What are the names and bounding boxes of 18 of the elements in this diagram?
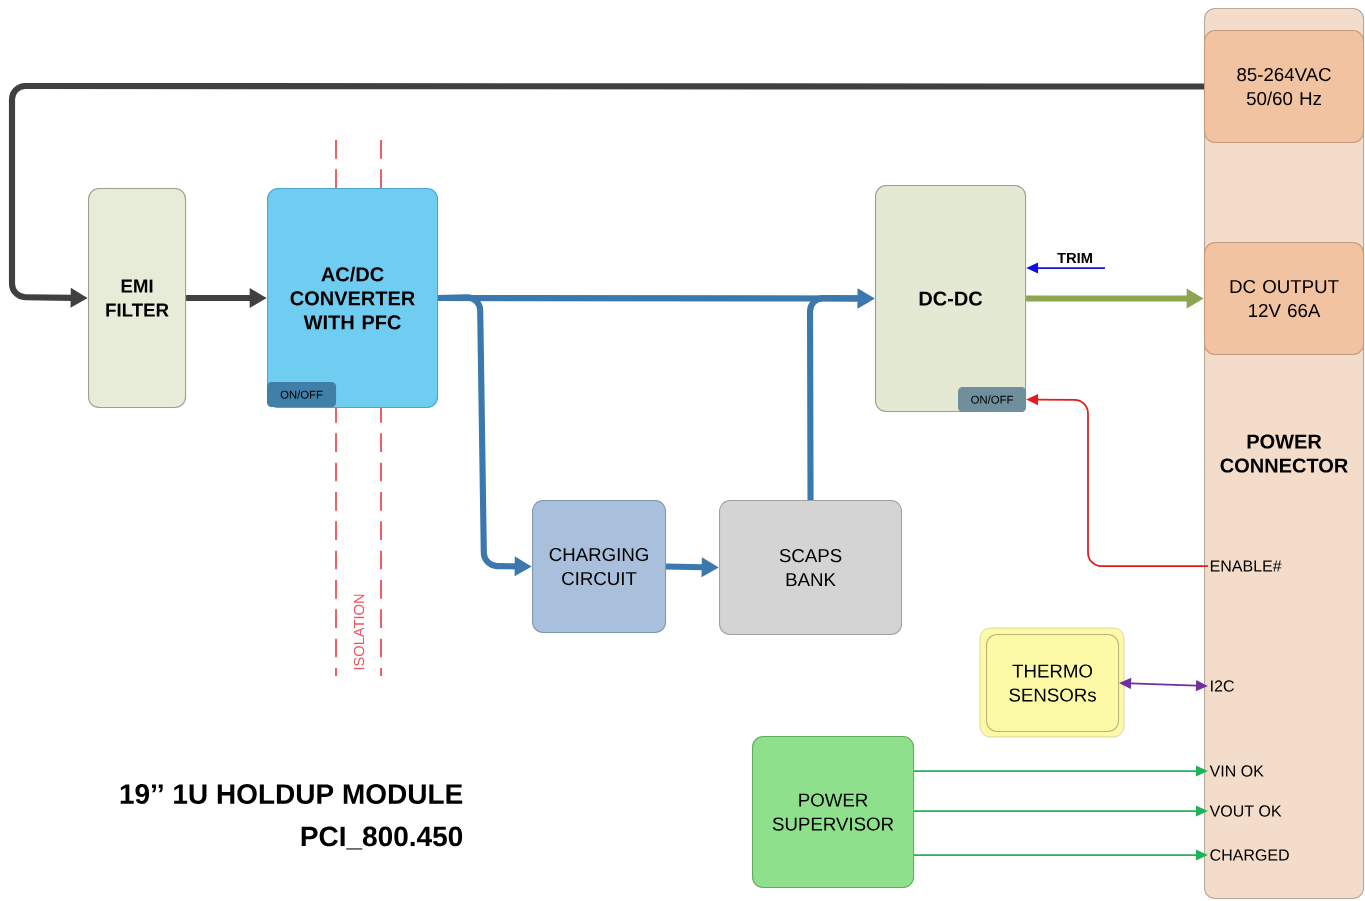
signal-label: VOUT OK [1209, 805, 1282, 817]
sensor-box: THERMO SENSORs [979, 627, 1125, 738]
isolation-label: ISOLATION [352, 592, 366, 672]
signal-label: VIN OK [1209, 765, 1264, 777]
terminal-box: DC OUTPUT 12V 66A [1204, 242, 1365, 356]
filter-box: EMI FILTER [88, 188, 187, 409]
signal-label: I2C [1211, 680, 1234, 692]
supervisor-box: POWER SUPERVISOR [752, 736, 915, 889]
signal-label: ENABLE# [1210, 560, 1282, 572]
switch-tab: ON/OFF [267, 382, 337, 408]
signal-label: CHARGED [1210, 849, 1289, 861]
model-number: PCI_800.450 [301, 826, 463, 850]
capacitor-bank-box: SCAPS BANK [719, 500, 903, 636]
circuit-box: CHARGING CIRCUIT [532, 500, 667, 634]
module-title: 19’’ 1U HOLDUP MODULE [120, 784, 463, 804]
switch-tab: ON/OFF [958, 387, 1027, 413]
edge-label: TRIM [1055, 251, 1095, 265]
terminal-box: 85-264VAC 50/60 Hz [1204, 30, 1365, 144]
